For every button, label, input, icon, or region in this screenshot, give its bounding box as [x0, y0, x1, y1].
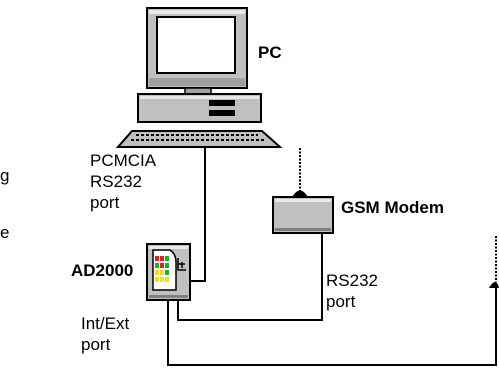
pc-to-ad2000-line — [190, 147, 206, 282]
pc-label: PC — [258, 43, 282, 62]
ad2000-device-icon — [146, 243, 191, 301]
int-ext-port-label: Int/Ext port — [81, 314, 130, 354]
desktop-computer-icon — [115, 7, 283, 148]
pcmcia-port-label: PCMCIA RS232 port — [90, 151, 157, 212]
cropped-text-fragment-2: e — [0, 223, 10, 242]
gsm-modem-icon — [272, 196, 334, 234]
connection-lines — [167, 147, 497, 366]
ad2000-label: AD2000 — [71, 261, 134, 280]
ad2000-to-right-device-line — [167, 288, 497, 366]
gsm-modem-label: GSM Modem — [341, 198, 444, 217]
antenna-icon — [489, 236, 499, 288]
cropped-text-fragment-1: g — [0, 166, 10, 185]
rs232-port-label: RS232 port — [326, 271, 378, 311]
antenna-icon — [292, 148, 308, 197]
ad2000-to-gsm-modem-line — [177, 233, 323, 321]
